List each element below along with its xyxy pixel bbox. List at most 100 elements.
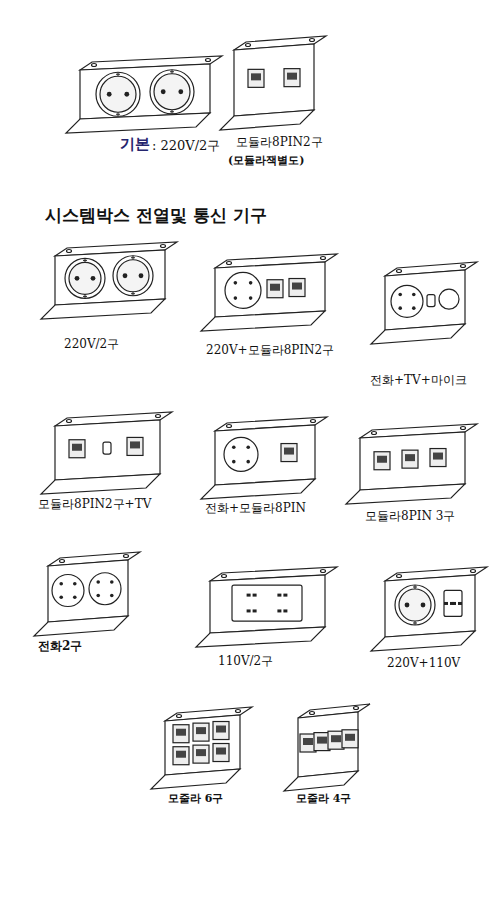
modular-jack bbox=[213, 722, 229, 740]
modular-jack bbox=[248, 69, 264, 87]
pin-hole bbox=[421, 603, 426, 608]
phone-pin bbox=[110, 594, 114, 598]
bottom-ledge bbox=[201, 479, 315, 499]
outlet-rim bbox=[399, 589, 431, 621]
face-plate bbox=[234, 44, 314, 116]
outlet-rim bbox=[69, 262, 101, 294]
system-box-plate bbox=[371, 567, 487, 651]
system-box-plate bbox=[201, 254, 337, 331]
item-caption: 모듈라8PIN2구 bbox=[236, 136, 323, 150]
slot bbox=[247, 594, 251, 597]
modular-jack bbox=[267, 280, 283, 298]
bottom-ledge bbox=[196, 627, 325, 647]
system-box-plate bbox=[284, 704, 370, 791]
jack-port bbox=[130, 441, 140, 448]
system-box-plate bbox=[41, 242, 177, 319]
system-box-plate bbox=[346, 424, 477, 504]
face-plate bbox=[55, 420, 160, 480]
screw-hole bbox=[310, 39, 315, 42]
screw-hole bbox=[461, 427, 466, 430]
system-box-plate bbox=[151, 707, 252, 789]
item-caption: 전화+TV+마이크 bbox=[370, 374, 467, 388]
phone-pin bbox=[412, 306, 416, 310]
bottom-ledge bbox=[34, 616, 128, 636]
modular-jack bbox=[173, 725, 189, 743]
phone-socket bbox=[224, 437, 258, 471]
system-box-plate bbox=[220, 36, 326, 130]
system-box-plate bbox=[201, 417, 327, 499]
screw-mark bbox=[116, 72, 120, 116]
tv-socket bbox=[427, 295, 435, 307]
jack-port bbox=[317, 737, 327, 744]
basic-caption: : 220V/2구 bbox=[152, 139, 220, 154]
jack-port bbox=[270, 284, 280, 291]
outlet-110v bbox=[232, 585, 302, 621]
bottom-ledge bbox=[346, 484, 465, 504]
modular-jack bbox=[430, 449, 446, 467]
face-plate bbox=[385, 270, 465, 330]
slot bbox=[277, 609, 281, 612]
slot bbox=[277, 594, 281, 597]
face-plate bbox=[385, 575, 475, 637]
phone-pin bbox=[232, 460, 236, 464]
phone-socket bbox=[391, 285, 423, 317]
pin-hole bbox=[124, 92, 129, 97]
slot bbox=[458, 602, 462, 605]
jack-port bbox=[345, 734, 355, 741]
mic-hole bbox=[439, 289, 459, 309]
pin-hole bbox=[107, 92, 112, 97]
jack-port bbox=[196, 727, 206, 734]
jack-port bbox=[176, 729, 186, 736]
screw-hole bbox=[67, 250, 72, 253]
slot bbox=[253, 594, 257, 597]
bottom-ledge bbox=[66, 113, 210, 133]
jack-port bbox=[216, 748, 226, 755]
face-plate bbox=[360, 432, 465, 490]
face-plate bbox=[298, 712, 358, 777]
phone-pin bbox=[59, 595, 63, 599]
phone-pin bbox=[73, 582, 77, 586]
modular-jack bbox=[69, 440, 85, 458]
bottom-ledge bbox=[201, 311, 325, 331]
phone-pin bbox=[96, 580, 100, 584]
outlet-socket bbox=[395, 585, 435, 625]
modular-jack bbox=[402, 450, 418, 468]
system-box-plate bbox=[66, 56, 222, 133]
bottom-ledge bbox=[41, 299, 165, 319]
modular-jack bbox=[193, 723, 209, 741]
screw-hole bbox=[311, 420, 316, 423]
phone-pin bbox=[234, 281, 238, 285]
screw-hole bbox=[236, 710, 241, 713]
phone-pin bbox=[96, 594, 100, 598]
phone-pin bbox=[59, 582, 63, 586]
slot bbox=[253, 609, 257, 612]
phone-socket bbox=[225, 272, 261, 308]
slot bbox=[444, 602, 448, 605]
screw-hole bbox=[92, 64, 97, 67]
phone-pin bbox=[246, 460, 250, 464]
phone-pin bbox=[234, 296, 238, 300]
bottom-ledge bbox=[371, 631, 475, 651]
phone-pin bbox=[398, 293, 402, 297]
item-caption: 모듈라8PIN 3구 bbox=[365, 510, 455, 524]
modular-jack bbox=[193, 745, 209, 763]
modular-jack bbox=[289, 279, 305, 297]
screw-hole bbox=[161, 245, 166, 248]
slot bbox=[452, 602, 456, 605]
screw-hole bbox=[321, 257, 326, 260]
screw-mark bbox=[413, 585, 417, 625]
outlet-rim bbox=[154, 74, 190, 110]
modular-jack bbox=[281, 444, 297, 462]
phone-pin bbox=[73, 595, 77, 599]
bottom-ledge bbox=[151, 769, 240, 789]
bottom-ledge bbox=[41, 474, 160, 494]
phone-pin bbox=[110, 580, 114, 584]
item-caption: (모듈라잭별도) bbox=[228, 155, 304, 168]
pin-hole bbox=[139, 273, 144, 278]
phone-pin bbox=[232, 445, 236, 449]
phone-pin bbox=[249, 281, 253, 285]
bottom-ledge bbox=[220, 110, 314, 130]
item-caption: 모줄라 4구 bbox=[296, 793, 351, 806]
screw-hole bbox=[354, 707, 359, 710]
